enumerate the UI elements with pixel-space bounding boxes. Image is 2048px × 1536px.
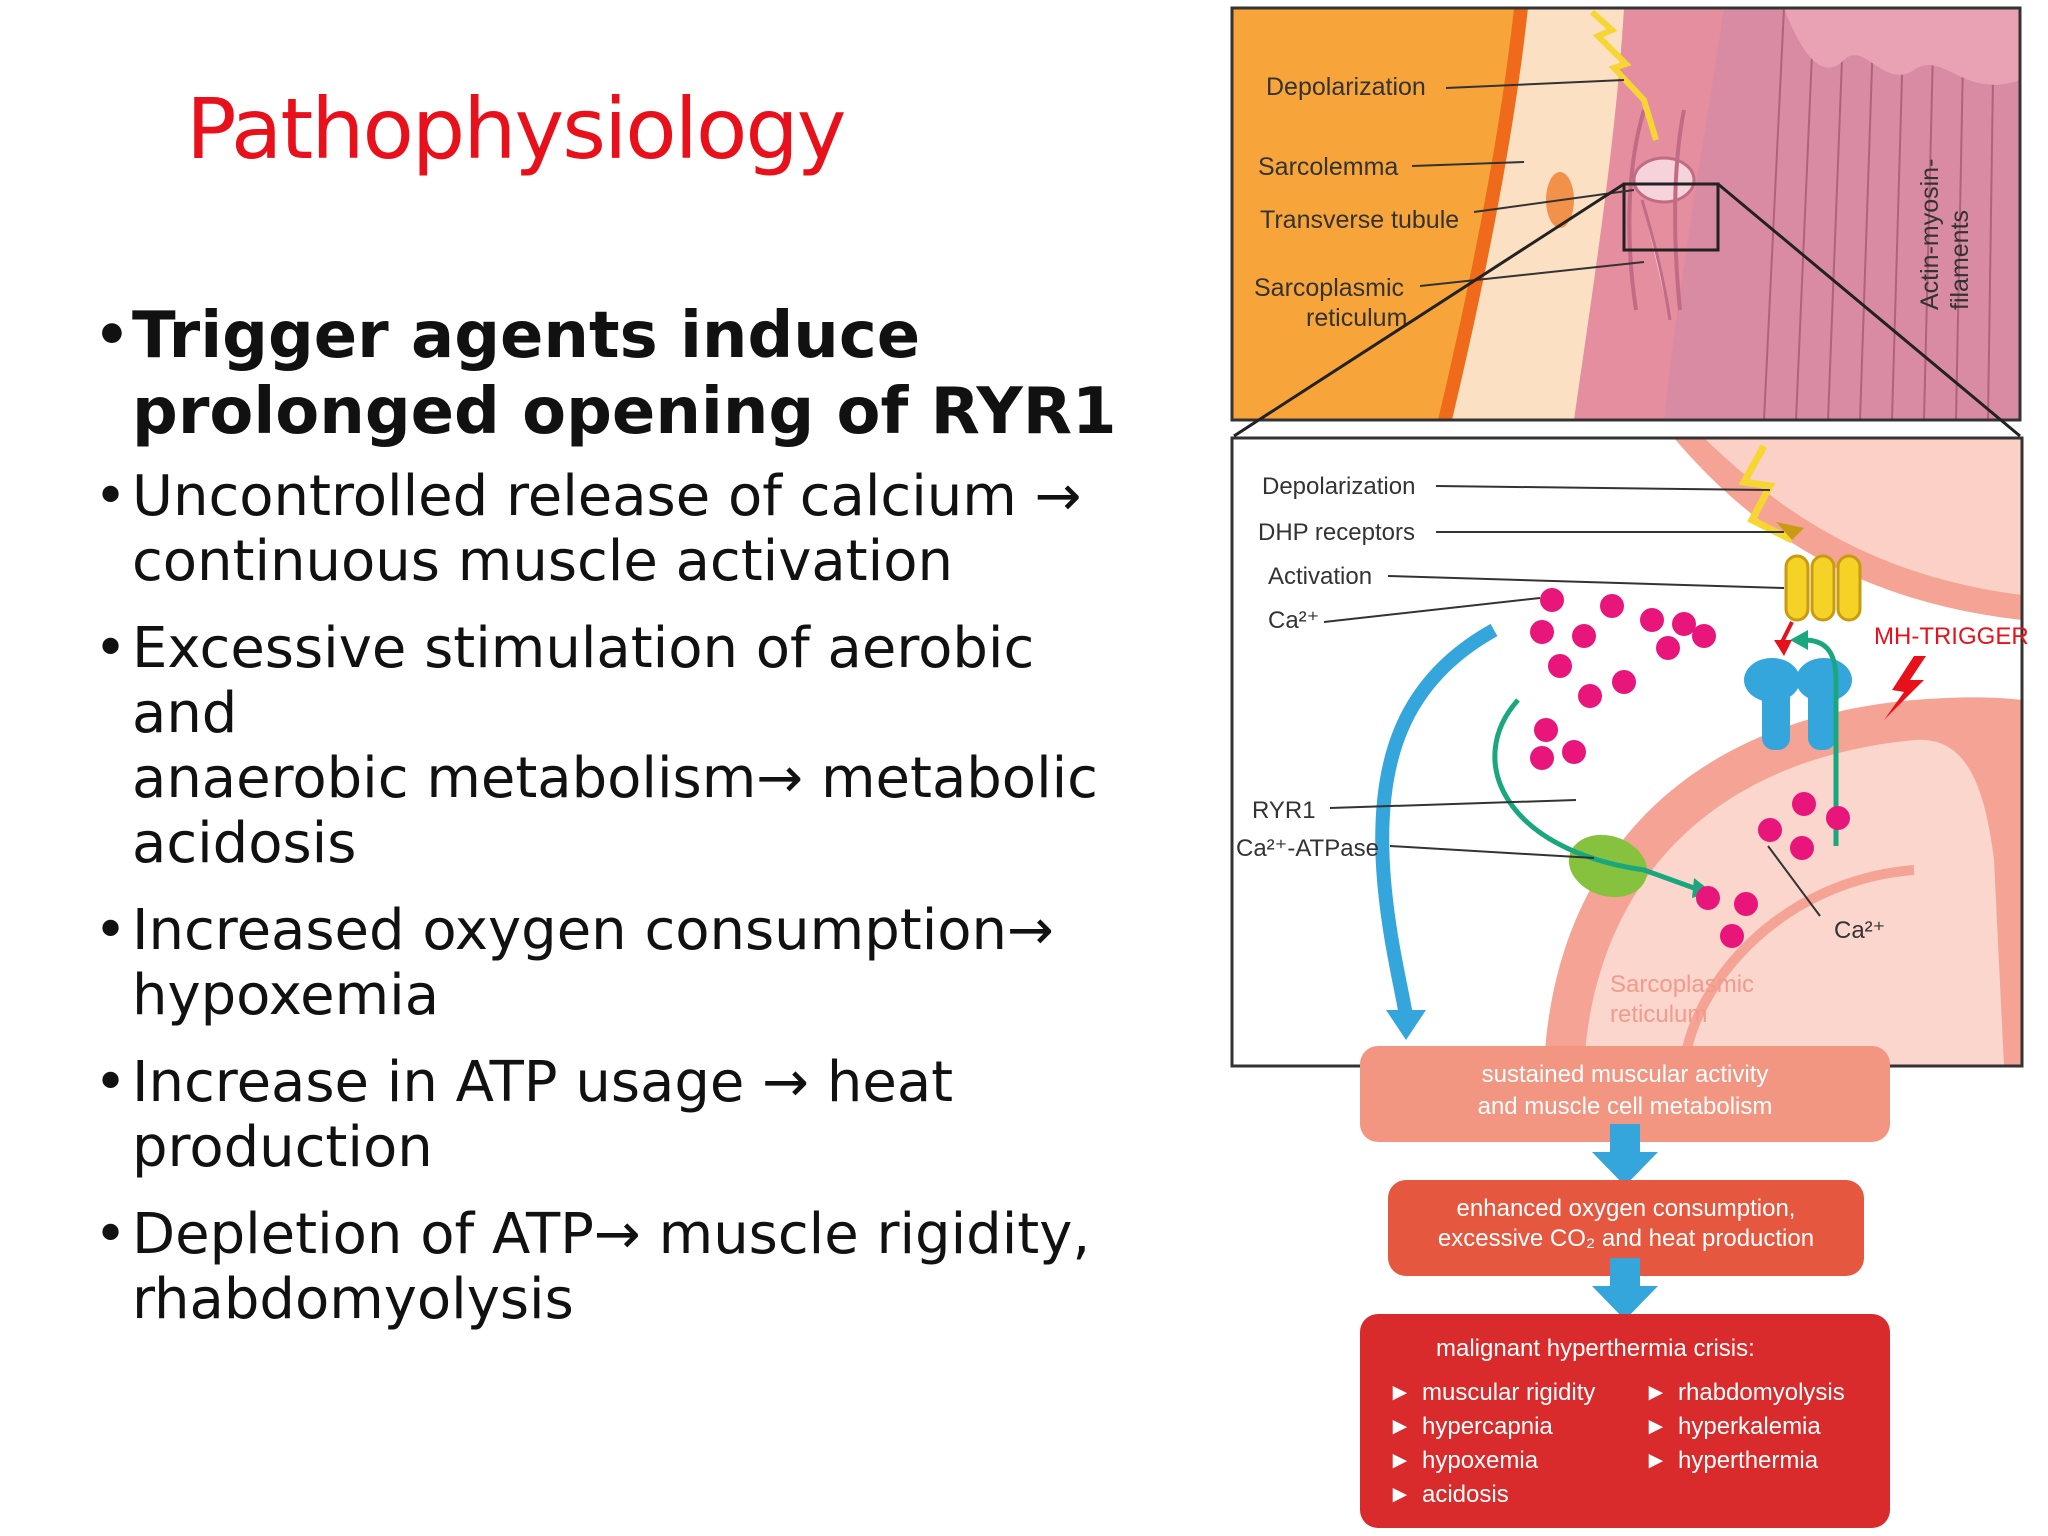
middle-panel: Depolarization DHP receptors Activation … — [1230, 436, 2029, 1068]
svg-text:►: ► — [1644, 1413, 1668, 1440]
label-reticulum: reticulum — [1306, 304, 1407, 332]
label-depolarization-2: Depolarization — [1262, 473, 1415, 500]
figure-svg: Depolarization Sarcolemma Transverse tub… — [1230, 6, 2029, 1528]
flow-arrow-1 — [1592, 1124, 1658, 1186]
bullet-dot: • — [94, 616, 128, 681]
top-panel-border — [1230, 6, 2022, 422]
box-oxygen-consumption — [1388, 1180, 1864, 1276]
top-panel: Depolarization Sarcolemma Transverse tub… — [1230, 6, 2022, 422]
crisis-item: hyperkalemia — [1678, 1413, 1821, 1440]
box-mh-crisis — [1360, 1314, 1890, 1528]
flow-chart: sustained muscular activity and muscle c… — [1360, 1046, 1890, 1528]
label-ca-atpase: Ca²⁺-ATPase — [1236, 835, 1379, 862]
crisis-item: hypoxemia — [1422, 1447, 1539, 1474]
box-sustained-activity — [1360, 1046, 1890, 1142]
label-depolarization: Depolarization — [1266, 73, 1426, 101]
bullet-list: • Trigger agents induce prolonged openin… — [94, 298, 1154, 1354]
svg-text:►: ► — [1388, 1447, 1412, 1474]
zoom-box — [1622, 182, 1720, 252]
label-actin-myosin: Actin-myosin- — [1916, 159, 1944, 310]
label-transverse-tubule: Transverse tubule — [1260, 206, 1459, 234]
label-sarcoplasmic-2: Sarcoplasmic — [1610, 971, 1754, 998]
bullet-trigger-agents: • Trigger agents induce prolonged openin… — [94, 298, 1154, 450]
filament-stripes — [1763, 8, 1995, 420]
crisis-item: hyperthermia — [1678, 1447, 1819, 1474]
bullet-metabolism: • Excessive stimulation of aerobic and a… — [94, 616, 1154, 876]
label-ca-left: Ca²⁺ — [1268, 607, 1319, 634]
crisis-list-left: ► muscular rigidity ► hypercapnia ► hypo… — [1388, 1379, 1595, 1508]
bullet-text: Trigger agents induce — [132, 299, 921, 373]
svg-text:►: ► — [1644, 1447, 1668, 1474]
bullet-dot: • — [94, 303, 130, 368]
label-sarcoplasmic: Sarcoplasmic — [1254, 274, 1404, 302]
reuptake-arrow — [1492, 698, 1695, 891]
flow-arrow-2 — [1592, 1258, 1658, 1320]
crisis-item: muscular rigidity — [1422, 1379, 1595, 1406]
bullet-dot: • — [94, 898, 128, 963]
sarcolemma-arc-inner — [1704, 438, 2022, 595]
bullet-text: hypoxemia — [132, 963, 440, 1028]
ca-atpase-pump — [1568, 834, 1648, 898]
crisis-item: rhabdomyolysis — [1678, 1379, 1845, 1406]
bullet-calcium-release: • Uncontrolled release of calcium → cont… — [94, 464, 1154, 594]
cytoplasm-region — [1232, 8, 1504, 420]
label-reticulum-2: reticulum — [1610, 1001, 1707, 1028]
label-activation: Activation — [1268, 563, 1372, 590]
box1-line2: and muscle cell metabolism — [1478, 1093, 1773, 1120]
svg-text:►: ► — [1388, 1379, 1412, 1406]
bullet-text: prolonged opening of RYR1 — [132, 375, 1117, 449]
bullet-dot: • — [94, 464, 128, 529]
bullet-text: Uncontrolled release of calcium → — [132, 464, 1082, 529]
middle-labels: Depolarization DHP receptors Activation … — [1236, 473, 2029, 1028]
sr-inner — [1584, 739, 2004, 1066]
bullet-atp-depletion: • Depletion of ATP→ muscle rigidity, rha… — [94, 1202, 1154, 1332]
svg-text:►: ► — [1644, 1379, 1668, 1406]
calcium-ions — [1530, 588, 1850, 948]
bullet-text: continuous muscle activation — [132, 529, 953, 594]
mh-trigger-bolt — [1884, 656, 1926, 720]
svg-text:►: ► — [1388, 1413, 1412, 1440]
label-ca-right: Ca²⁺ — [1834, 917, 1885, 944]
box2-line1: enhanced oxygen consumption, — [1457, 1195, 1796, 1222]
sarcolemma-band — [1438, 8, 1528, 420]
label-sarcolemma: Sarcolemma — [1258, 153, 1398, 181]
bullet-text: rhabdomyolysis — [132, 1267, 574, 1332]
filament-top-curve — [1784, 8, 2020, 85]
label-mh-trigger: MH-TRIGGER — [1874, 623, 2029, 650]
calcium-flow-arrow — [1375, 623, 1498, 1018]
bullet-oxygen: • Increased oxygen consumption→ hypoxemi… — [94, 898, 1154, 1028]
label-filaments: filaments — [1946, 210, 1974, 310]
dhp-receptors — [1784, 554, 1862, 622]
page-title: Pathophysiology — [186, 80, 846, 178]
depolarization-bolt-2 — [1738, 444, 1794, 544]
box1-line1: sustained muscular activity — [1482, 1061, 1769, 1088]
bullet-text: Excessive stimulation of aerobic and — [132, 616, 1035, 746]
svg-text:►: ► — [1388, 1481, 1412, 1508]
bullet-dot: • — [94, 1202, 128, 1267]
t-tubule-structure — [1627, 109, 1696, 321]
top-labels: Depolarization Sarcolemma Transverse tub… — [1254, 73, 1974, 332]
bullet-text: acidosis — [132, 811, 357, 876]
bullet-text: Increase in ATP usage → heat — [132, 1050, 954, 1115]
bullet-text: Increased oxygen consumption→ — [132, 898, 1054, 963]
arrow-head — [1386, 1010, 1426, 1040]
crisis-item: acidosis — [1422, 1481, 1509, 1508]
bullet-text: anaerobic metabolism→ metabolic — [132, 746, 1098, 811]
ryr1-channel — [1744, 658, 1852, 750]
depolarization-bolt — [1589, 9, 1659, 141]
box2-line2: excessive CO₂ and heat production — [1438, 1225, 1814, 1252]
ryr1-release-arrow — [1803, 637, 1839, 846]
box3-title: malignant hyperthermia crisis: — [1436, 1335, 1755, 1362]
bullet-text: Depletion of ATP→ muscle rigidity, — [132, 1202, 1091, 1267]
pathophysiology-figure: Depolarization Sarcolemma Transverse tub… — [1224, 0, 2048, 1536]
crisis-list-right: ► rhabdomyolysis ► hyperkalemia ► hypert… — [1644, 1379, 1845, 1474]
bullet-dot: • — [94, 1050, 128, 1115]
zoom-connector-lines — [1233, 182, 2021, 438]
bullet-atp-usage: • Increase in ATP usage → heat productio… — [94, 1050, 1154, 1180]
label-dhp-receptors: DHP receptors — [1258, 519, 1415, 546]
bullet-text: production — [132, 1115, 433, 1180]
label-ryr1: RYR1 — [1252, 797, 1316, 824]
crisis-item: hypercapnia — [1422, 1413, 1553, 1440]
